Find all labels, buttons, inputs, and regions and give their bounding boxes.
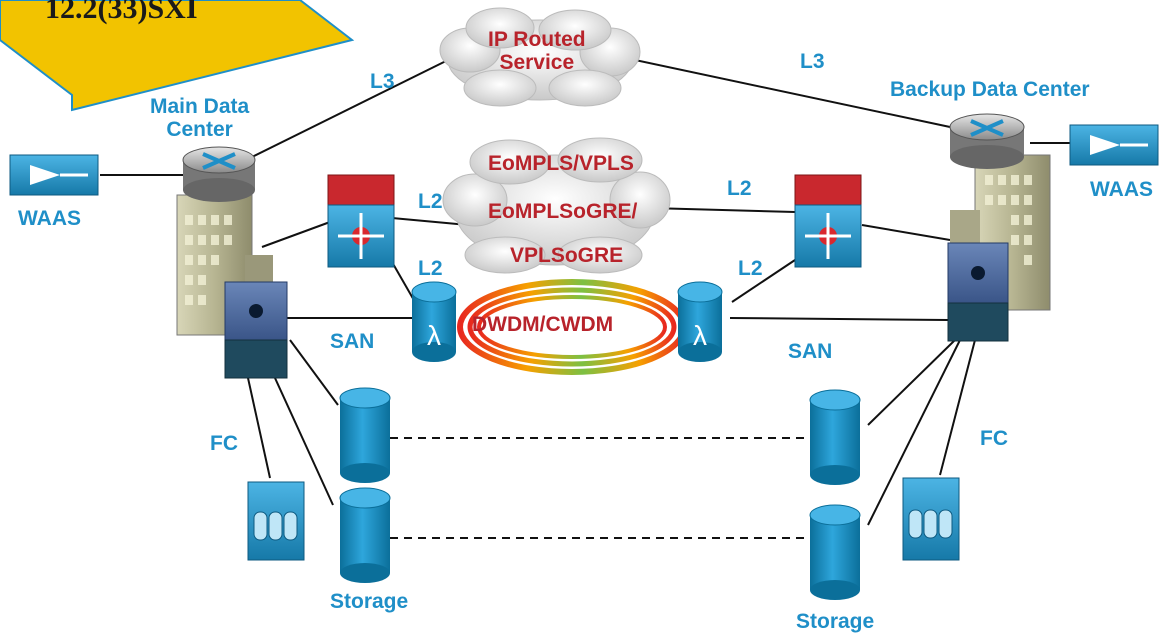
main-site-title: Main Data Center	[150, 95, 250, 142]
svg-text:λ: λ	[427, 320, 441, 351]
eompls-label-line1: EoMPLS/VPLS	[488, 152, 634, 175]
link-l3-left: L3	[370, 70, 395, 93]
backup-waas-label: WAAS	[1090, 178, 1153, 201]
backup-waas-icon	[1069, 124, 1159, 166]
link-l3-right: L3	[800, 50, 825, 73]
main-waas-label: WAAS	[18, 207, 81, 230]
link-l2-bottom-left: L2	[418, 257, 443, 280]
main-fc-label: FC	[210, 432, 238, 455]
main-optical-icon: λ	[411, 281, 457, 362]
backup-fc-label: FC	[980, 427, 1008, 450]
main-san-switch-icon	[224, 281, 288, 379]
main-switch-icon	[327, 174, 395, 268]
backup-storage-label: Storage	[796, 610, 875, 633]
storage-replication-lines	[390, 437, 810, 539]
version-label: 12.2(33)SXI	[45, 0, 198, 25]
ip-routed-service-cloud	[439, 7, 641, 107]
backup-switch-icon	[794, 174, 862, 268]
main-san-label: SAN	[330, 330, 375, 353]
backup-site-title: Backup Data Center	[890, 78, 1090, 101]
main-waas-icon	[9, 154, 99, 196]
main-router-icon	[182, 146, 256, 202]
eompls-label-line2: EoMPLSoGRE/	[488, 200, 638, 223]
eompls-label-line3: VPLSoGRE	[510, 244, 624, 267]
connection-lines	[100, 59, 1070, 526]
backup-router-icon	[949, 113, 1025, 169]
backup-optical-icon: λ	[677, 281, 723, 362]
backup-storage-disk-icon	[809, 389, 861, 485]
main-storage-array-icon	[247, 481, 305, 561]
backup-storage-array-icon	[902, 477, 960, 561]
link-l2-top-left: L2	[418, 190, 443, 213]
main-storage-label: Storage	[330, 590, 409, 613]
svg-text:λ: λ	[693, 320, 707, 351]
backup-san-label: SAN	[788, 340, 833, 363]
backup-storage-disk-icon	[809, 504, 861, 600]
dwdm-label: DWDM/CWDM	[472, 313, 614, 336]
link-l2-top-right: L2	[727, 177, 752, 200]
version-banner	[0, 0, 355, 112]
backup-san-switch-icon	[947, 242, 1009, 342]
main-storage-disk-icon	[339, 487, 391, 583]
ip-routed-service-label: IP Routed Service	[488, 28, 586, 75]
eompls-cloud	[442, 137, 671, 274]
main-storage-disk-icon	[339, 387, 391, 483]
link-l2-bottom-right: L2	[738, 257, 763, 280]
